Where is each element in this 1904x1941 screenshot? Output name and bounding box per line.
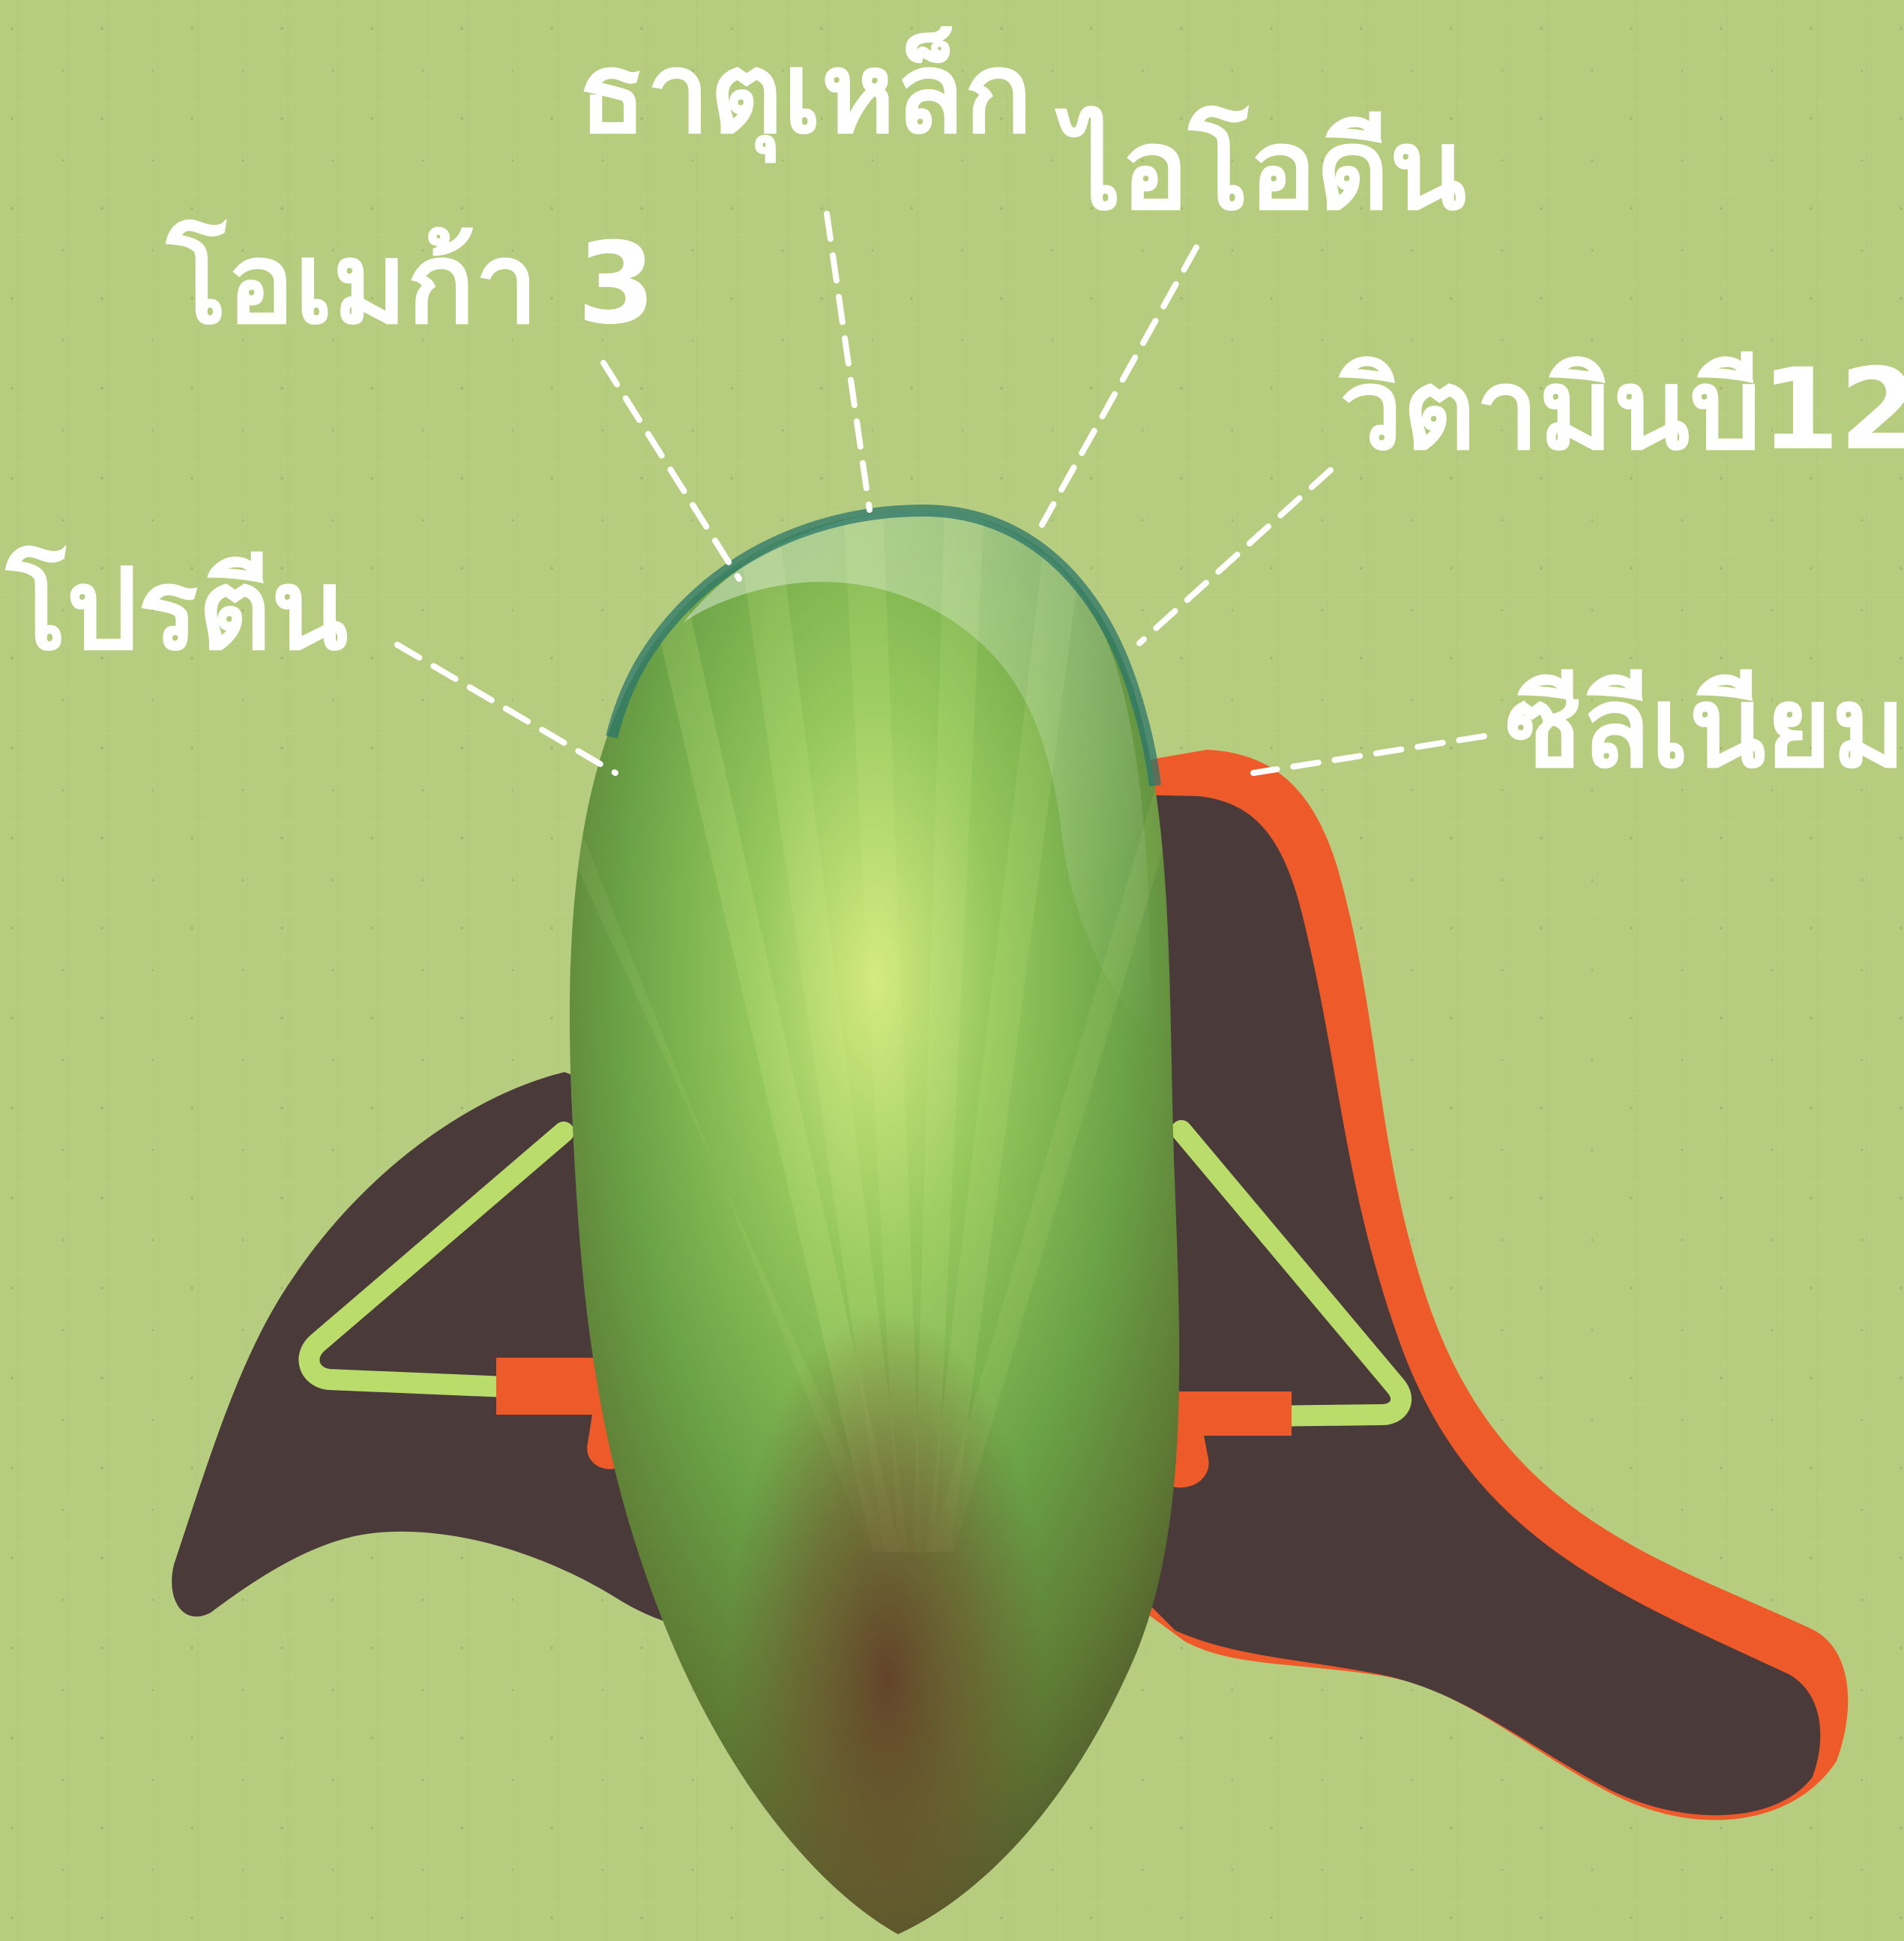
label-iron: ธาตุเหล็ก (578, 26, 1032, 163)
label-vitamin-b12: วิตามินบี12 (1338, 345, 1904, 475)
label-omega3: โอเมก้า 3 (165, 218, 655, 349)
label-protein: โปรตีน (4, 544, 348, 675)
label-iodine: ไอโอดีน (1054, 104, 1466, 235)
label-selenium: ซีลีเนียม (1505, 663, 1904, 793)
